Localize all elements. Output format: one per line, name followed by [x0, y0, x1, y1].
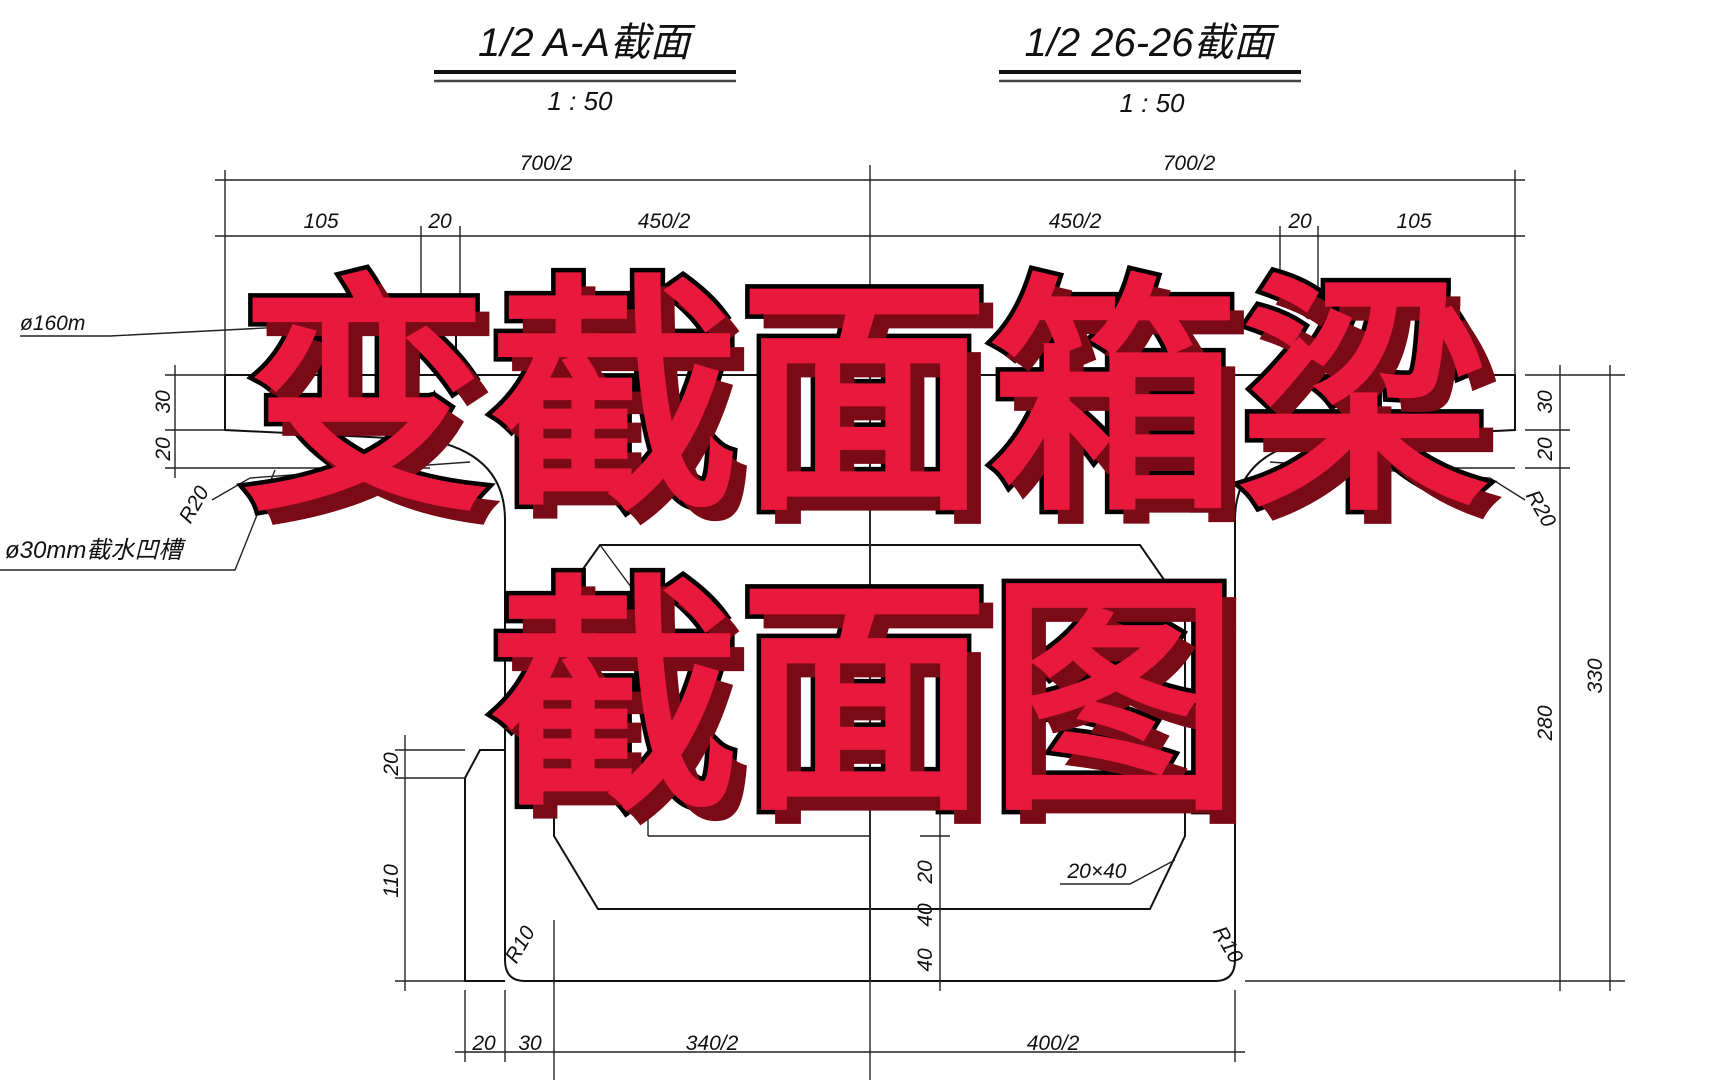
dim-ledge: 110 [380, 864, 403, 898]
dim-280: 280 [1534, 705, 1557, 741]
dim-row2: 20 [1287, 210, 1312, 233]
dim-row2: 20 [427, 210, 452, 233]
dim-bottom: 400/2 [1027, 1032, 1080, 1055]
overlay-title-line1: 变截面箱梁 [235, 250, 1494, 550]
drain-pipe-note: ø160m [20, 312, 85, 335]
dim-center: 20 [914, 860, 937, 885]
dim-row2: 450/2 [1049, 210, 1102, 233]
inner-line [599, 544, 649, 836]
title-right: 1/2 26-26截面 1 : 50 [999, 21, 1301, 118]
radius-leader [1269, 461, 1526, 501]
dim-bottom: 340/2 [686, 1032, 739, 1055]
title-left: 1/2 A-A截面 1 : 50 [434, 21, 736, 116]
drip-groove-note: ø30mm截水凹槽 [5, 537, 186, 564]
dim-center: 40 [914, 948, 937, 972]
dim-lines-top [165, 170, 1625, 1080]
dim-row2: 105 [303, 210, 338, 233]
dim-row2: 105 [1396, 210, 1431, 233]
dim-left-vertical: 30 [152, 390, 175, 414]
radius-leader [211, 461, 471, 501]
title-left-scale: 1 : 50 [547, 86, 613, 116]
dim-haunch: 20×40 [1067, 860, 1127, 883]
dim-bottom: 30 [518, 1032, 542, 1055]
radius-label: R10 [501, 922, 540, 967]
dim-top-left: 700/2 [520, 152, 573, 175]
dim-left-vertical: 20 [152, 437, 175, 462]
dim-ledge: 20 [380, 752, 403, 777]
parapet [418, 298, 457, 376]
haunch-leader [1060, 859, 1176, 885]
overlay-title-line2: 截面图 [485, 550, 1244, 850]
dim-top-right: 700/2 [1163, 152, 1216, 175]
dim-row2: 450/2 [638, 210, 691, 233]
dim-330: 330 [1584, 658, 1607, 693]
dim-right-vertical: 20 [1534, 437, 1557, 462]
radius-label: R10 [1208, 922, 1247, 967]
title-right-label: 1/2 26-26截面 [1024, 21, 1279, 65]
title-left-label: 1/2 A-A截面 [478, 21, 696, 65]
dim-center: 40 [914, 903, 937, 927]
drain-pipe-leader [20, 319, 420, 337]
title-right-scale: 1 : 50 [1119, 88, 1185, 118]
dim-right-vertical: 30 [1534, 390, 1557, 414]
drip-groove-leader [0, 469, 276, 571]
dim-bottom: 20 [471, 1032, 496, 1055]
